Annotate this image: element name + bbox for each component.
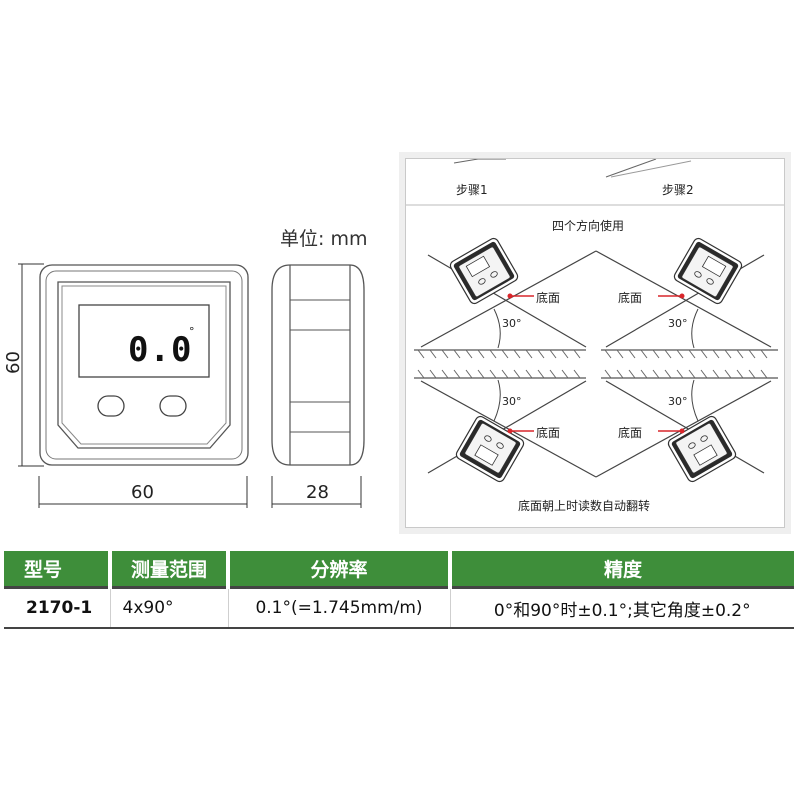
- table-row: 2170-1 4x90° 0.1°(=1.745mm/m) 0°和90°时±0.…: [4, 586, 794, 629]
- base-label-top-left: 底面: [536, 291, 561, 305]
- header-resolution: 分辨率: [226, 551, 450, 588]
- spec-header-row: 型号 测量范围 分辨率 精度: [4, 551, 794, 588]
- cell-range: 4x90°: [109, 586, 228, 629]
- device-drawing: [18, 263, 365, 508]
- cell-accuracy: 0°和90°时±0.1°;其它角度±0.2°: [449, 586, 794, 629]
- usage-diagram: [406, 159, 784, 483]
- angle-label-top-right: 30°: [668, 317, 688, 330]
- header-accuracy: 精度: [448, 551, 794, 588]
- base-label-top-right: 底面: [618, 291, 643, 305]
- base-label-bottom-left: 底面: [536, 426, 561, 440]
- left-button-outline: [97, 395, 125, 417]
- side-width-dimension: [271, 476, 362, 508]
- side-width-dim-label: 28: [306, 482, 329, 503]
- right-button-outline: [159, 395, 187, 417]
- width-dim-label: 60: [131, 482, 154, 503]
- device-top-left: [449, 237, 519, 305]
- side-view: [271, 264, 365, 466]
- width-dimension: [38, 476, 248, 508]
- unit-label: 单位: mm: [280, 228, 368, 250]
- height-dim-label: 60: [2, 351, 24, 374]
- incline-lines: [420, 250, 772, 478]
- cell-model: 2170-1: [4, 586, 110, 629]
- usage-panel: 步骤1 步骤2 四个方向使用 底面 底面 底面 底面 30° 30° 30° 3…: [405, 158, 785, 528]
- front-view: [39, 264, 249, 466]
- spec-table: 型号 测量范围 分辨率 精度 2170-1 4x90° 0.1°(=1.745m…: [4, 551, 794, 629]
- angle-label-bottom-right: 30°: [668, 395, 688, 408]
- lcd-screen: [78, 304, 210, 378]
- base-pointers: [507, 293, 685, 434]
- step2-label: 步骤2: [662, 183, 694, 197]
- degree-symbol: °: [189, 325, 195, 338]
- hatch-upper: [417, 349, 768, 359]
- base-label-bottom-right: 底面: [618, 426, 643, 440]
- step1-label: 步骤1: [456, 183, 488, 197]
- angle-arcs: [493, 308, 699, 422]
- lcd-reading: 0.0: [128, 330, 193, 370]
- device-bottom-left: [455, 415, 525, 483]
- cell-resolution: 0.1°(=1.745mm/m): [227, 586, 450, 629]
- header-range: 测量范围: [108, 551, 228, 588]
- angle-label-bottom-left: 30°: [502, 395, 522, 408]
- device-top-right: [673, 237, 743, 305]
- height-dimension: [18, 263, 44, 467]
- header-model: 型号: [4, 551, 110, 588]
- angle-label-top-left: 30°: [502, 317, 522, 330]
- device-bottom-right: [667, 415, 737, 483]
- usage-title: 四个方向使用: [552, 219, 625, 233]
- hatch-lower: [417, 369, 768, 379]
- panel-footer: 底面朝上时读数自动翻转: [518, 499, 651, 513]
